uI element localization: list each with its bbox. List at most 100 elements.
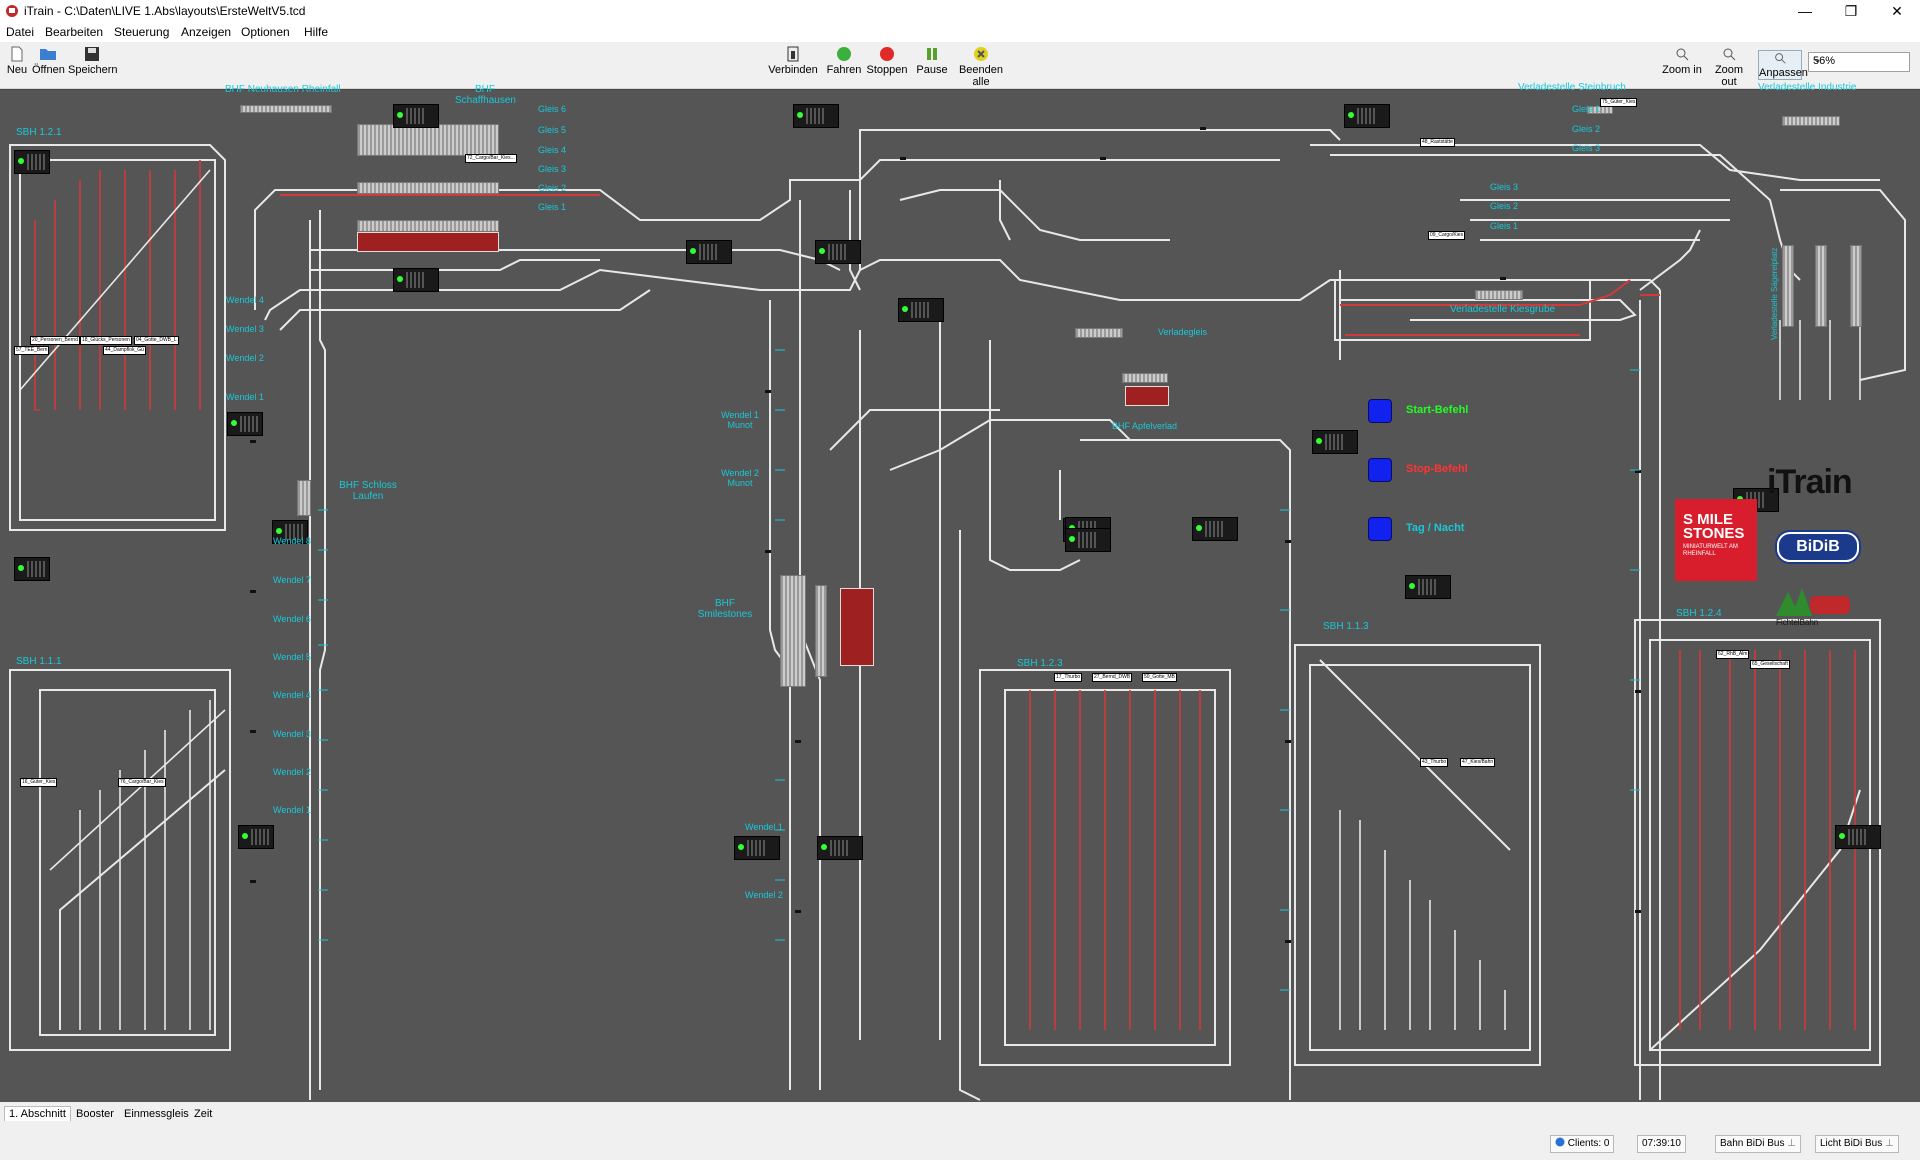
menu-datei[interactable]: Datei [6,25,35,39]
save-button[interactable]: Speichern [68,46,118,76]
folder-icon [40,49,56,60]
platform-apfelverlad [1122,373,1168,383]
menu-anzeigen[interactable]: Anzeigen [181,25,232,39]
signal-panel[interactable] [1835,825,1881,849]
start-command-button[interactable] [1368,399,1392,423]
signal-panel[interactable] [14,150,50,174]
drive-label: Fahren [826,64,862,76]
smilestones-line1: S MILE [1683,511,1734,528]
platform-saegerei-1 [1782,245,1794,327]
train-tag[interactable]: 48_Raststätte [1420,138,1455,147]
train-tag[interactable]: 57_TEE_Bern [14,346,50,355]
open-button[interactable]: Öffnen [32,46,65,76]
restore-button[interactable]: ❐ [1844,3,1858,19]
label-verladestelle-industrie: Verladestelle Industrie [1758,82,1857,93]
stop-command-button[interactable] [1368,458,1392,482]
connect-icon [787,46,799,62]
signal-panel[interactable] [1312,430,1358,454]
signal-panel[interactable] [734,836,780,860]
signal-panel[interactable] [817,836,863,860]
new-button[interactable]: Neu [6,46,28,76]
train-tag[interactable]: 65_Gesellschaft [1750,660,1790,669]
train-tag[interactable]: 27_Bernd_DWB [1092,673,1133,682]
train-tag[interactable]: 75_Güter_Kies [1600,98,1638,107]
label-wendel: Wendel 3 [273,729,311,739]
layout-canvas[interactable]: BHF Neuhausen Rheinfall BHF Schaffhausen… [0,82,1920,1102]
fit-button[interactable]: Anpassen [1758,50,1808,80]
menu-steuerung[interactable]: Steuerung [114,25,170,39]
train-tag[interactable]: 04_Gotte_DWB_L [134,336,179,345]
menu-bar: Datei Bearbeiten Steuerung Anzeigen Opti… [0,22,1920,42]
platform-schloss-laufen [297,480,311,516]
signal-panel[interactable] [815,240,861,264]
clients-status: Clients: 0 [1550,1135,1615,1153]
drive-button[interactable]: Fahren [826,46,862,76]
zoom-in-button[interactable]: Zoom in [1662,46,1702,76]
signal-panel[interactable] [238,825,274,849]
train-tag[interactable]: 47_Kies/Bahn [1460,758,1496,767]
signal-panel[interactable] [1192,517,1238,541]
connect-label: Verbinden [768,64,818,76]
track-plan[interactable] [0,90,1920,1102]
label-verladestelle-steinbruch: Verladestelle Steinbruch [1518,82,1626,93]
train-tag[interactable]: 16_Güter_Kies [20,778,58,787]
tab-einmessgleis[interactable]: Einmessgleis [124,1108,189,1120]
label-sbh-124: SBH 1.2.4 [1676,608,1722,619]
label-gleis: Gleis 2 [1490,201,1519,211]
bus-icon: ⊥ [1885,1138,1894,1149]
train-tag[interactable]: 17_Thurbo [1054,673,1083,682]
zoom-out-button[interactable]: Zoom out [1706,46,1752,88]
label-wendel: Wendel 2 [226,353,264,363]
signal-panel[interactable] [1344,104,1390,128]
daynight-command-button[interactable] [1368,517,1392,541]
label-bhf-apfelverlad: BHF Apfelverlad [1112,421,1178,431]
sbh123-loop [979,669,1231,1066]
train-tag[interactable]: 43_Thurbo [1420,758,1449,767]
red-light-icon [880,47,894,61]
train-tag[interactable]: 50_Gotte_MB [1142,673,1177,682]
bus-icon: ⊥ [1787,1138,1796,1149]
signal-panel[interactable] [14,557,50,581]
signal-panel[interactable] [898,298,944,322]
globe-icon [1555,1137,1565,1147]
signal-panel[interactable] [393,268,439,292]
train-tag[interactable]: 72_Cargo/Bar_Kies... [465,154,517,163]
fichtelbahn-label: FichtelBahn [1776,618,1819,627]
train-tag[interactable]: 62_RhB_Alm [1716,650,1750,659]
platform-saegerei-2 [1815,245,1827,327]
tab-zeit[interactable]: Zeit [194,1108,213,1120]
train-tag[interactable]: 18_Glücks_Personen [80,336,132,345]
close-button[interactable]: ✕ [1891,3,1903,19]
stop-button[interactable]: Stoppen [866,46,908,76]
signal-panel[interactable] [227,412,263,436]
bidib-logo: BiDiB [1777,532,1859,562]
menu-bearbeiten[interactable]: Bearbeiten [45,25,104,39]
daynight-command-label: Tag / Nacht [1406,522,1465,534]
pause-button[interactable]: Pause [916,46,948,76]
minimize-button[interactable]: — [1798,3,1812,19]
end-all-button[interactable]: Beenden alle [950,46,1012,88]
zoom-select[interactable]: 56% ⌄ [1808,52,1910,72]
connect-button[interactable]: Verbinden [768,46,818,76]
label-wendel: Wendel 7 [273,575,311,585]
signal-panel[interactable] [1405,575,1451,599]
train-tag[interactable]: 20_Personen_Bernd [30,336,80,345]
train-tag[interactable]: 09_Cargo/Kies [1428,231,1466,240]
train-tag[interactable]: 44_Dampflok_Gü [103,346,146,355]
label-gleis: Gleis 6 [538,104,567,114]
sbh111-loop [9,669,231,1051]
signal-panel[interactable] [272,520,308,544]
menu-optionen[interactable]: Optionen [241,25,290,39]
train-tag[interactable]: 76_Cargo/Bar_Kies [118,778,166,787]
signal-panel[interactable] [393,104,439,128]
label-wendel: Wendel 3 [226,324,264,334]
platform-smilestones-2 [815,585,827,677]
signal-panel[interactable] [1065,528,1111,552]
tab-abschnitt[interactable]: 1. Abschnitt [4,1106,71,1121]
tab-booster[interactable]: Booster [76,1108,114,1120]
label-sbh-121: SBH 1.2.1 [16,127,62,138]
signal-panel[interactable] [686,240,732,264]
menu-hilfe[interactable]: Hilfe [304,25,329,39]
signal-panel[interactable] [793,104,839,128]
bus1-label: Bahn BiDi Bus [1720,1138,1785,1149]
